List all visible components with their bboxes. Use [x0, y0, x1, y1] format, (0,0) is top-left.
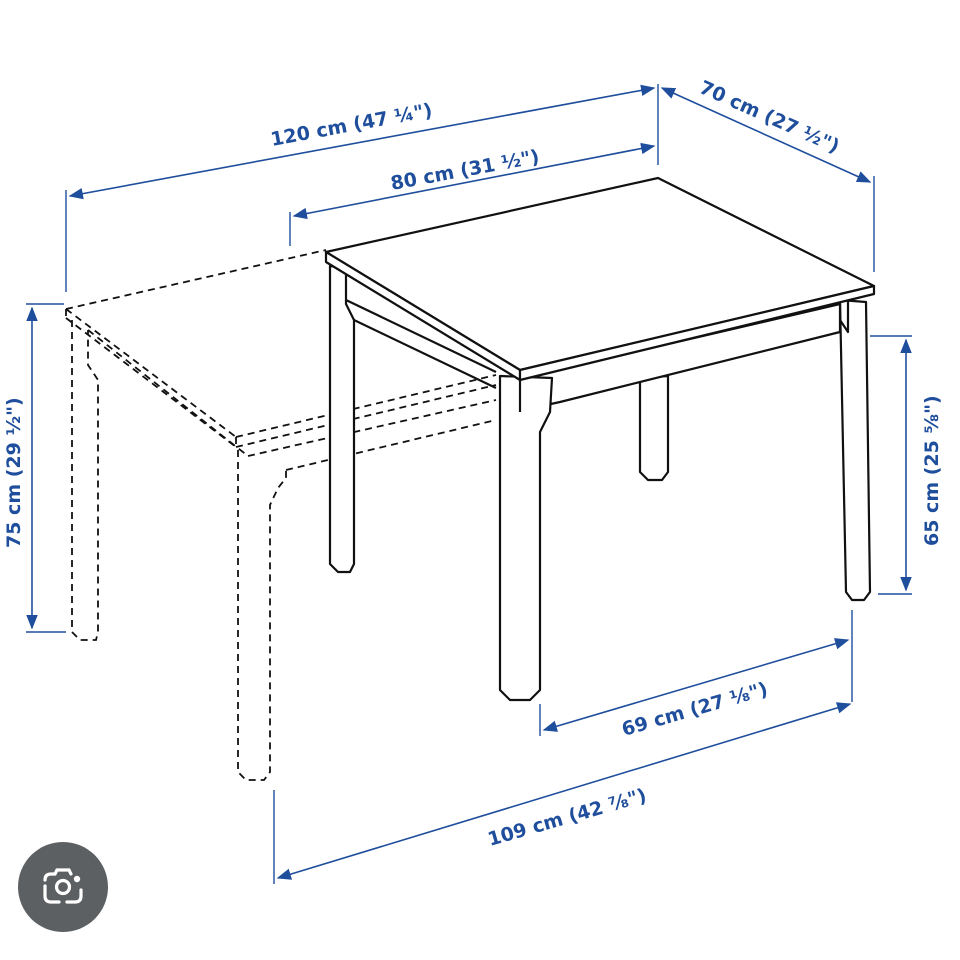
label-width-compact: 80 cm (31 ½") [389, 146, 541, 195]
label-height: 75 cm (29 ½") [3, 397, 25, 548]
lens-search-button[interactable] [18, 842, 108, 932]
label-depth: 70 cm (27 ½") [696, 76, 843, 157]
dimension-lines [26, 84, 912, 884]
extended-table-outline [65, 249, 497, 781]
label-leg-clearance-height: 65 cm (25 ⅝") [921, 395, 943, 546]
camera-lens-icon [43, 868, 83, 904]
compact-table [324, 176, 876, 702]
label-inner-width: 109 cm (42 ⅞") [485, 784, 649, 850]
label-inner-depth: 69 cm (27 ⅛") [619, 678, 770, 741]
